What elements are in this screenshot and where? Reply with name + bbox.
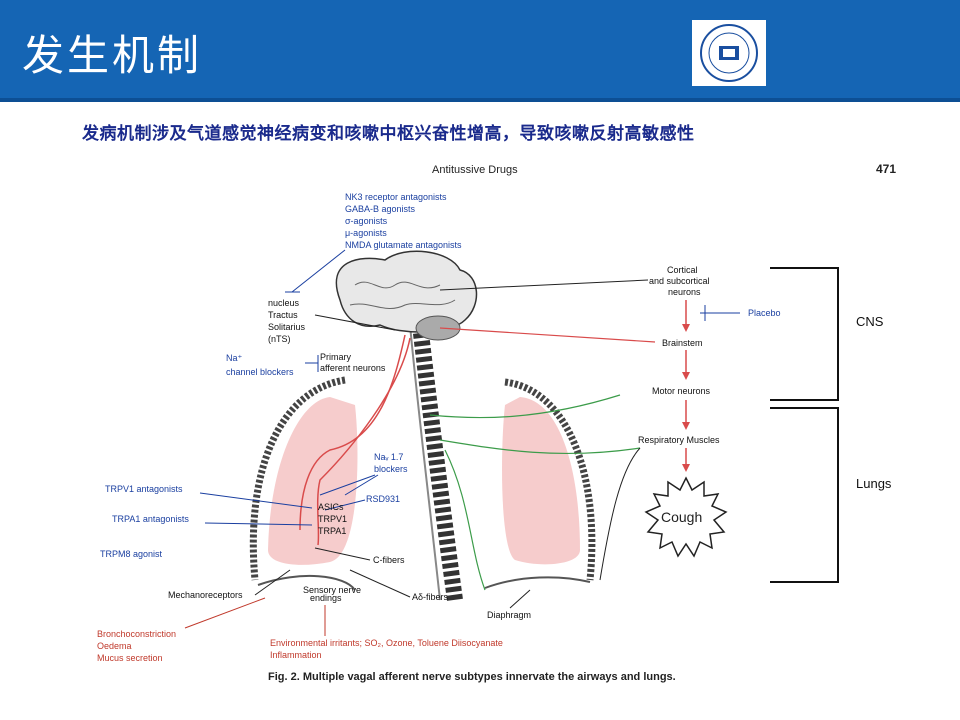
broncho-arrow [184,597,266,629]
cfibers-pointer [314,547,371,561]
right-diaphragm [484,576,591,589]
drug-pointer [291,249,346,293]
drug-item: NMDA glutamate antagonists [345,240,462,250]
page-number: 471 [876,162,896,176]
na-channel-label: channel blockers [226,367,294,377]
rsd931-label: RSD931 [366,494,400,504]
nav17-label: blockers [374,464,408,474]
university-logo [692,20,766,86]
primary-afferent-label: afferent neurons [320,363,386,373]
env-label: Environmental irritants; SO₂, Ozone, Tol… [270,638,503,648]
muscles-pointer [599,447,641,581]
lungs-bracket [770,407,839,583]
drug-item: GABA-B agonists [345,204,416,214]
asics-label: ASICs [318,502,344,512]
drug-item: μ-agonists [345,228,387,238]
rsd-pointer [324,499,366,511]
cns-label: CNS [856,314,884,329]
slide-subtitle: 发病机制涉及气道感觉神经病变和咳嗽中枢兴奋性增高，导致咳嗽反射高敏感性 [82,124,695,144]
nts-pointer [314,314,396,331]
spinal-column [412,324,463,602]
nts-label: nucleus [268,298,300,308]
trpv1-pointer [199,492,313,509]
drug-item: NK3 receptor antagonists [345,192,447,202]
cns-bracket [770,267,839,401]
trpa1-pointer [204,522,313,526]
na-channel-label: Na⁺ [226,353,243,363]
brainstem-link [439,327,656,343]
cough-burst [644,476,728,558]
nav17-label: Naᵥ 1.7 [374,452,403,462]
header-bar [0,0,960,98]
running-head: Antitussive Drugs [432,164,518,176]
left-lung [268,397,358,565]
trpa1-label: TRPA1 [318,526,346,536]
efferent-nerve-1 [429,394,621,419]
diaphragm-label: Diaphragm [487,610,531,620]
cough-mechanism-diagram: Antitussive Drugs 471 NK3 receptor antag… [97,162,896,683]
brain-gyri [349,281,456,309]
cortical-label: and subcortical [649,276,710,286]
sensory-label: Sensory nerve [303,585,361,595]
drug-item: σ-agonists [345,216,388,226]
cough-label: Cough [661,509,702,525]
nts-label: (nTS) [268,334,291,344]
cortical-label: neurons [668,287,701,297]
trpv1-label: TRPV1 [318,514,347,524]
nav17-pointer [319,474,376,496]
diaphragm-pointer [509,589,531,609]
spinal-cord [409,324,441,601]
trpv1-antagonists-label: TRPV1 antagonists [105,484,183,494]
trpa1-antagonists-label: TRPA1 antagonists [112,514,189,524]
primary-afferent-label: Primary [320,352,351,362]
cortical-pointer [439,279,649,291]
mech-pointer [254,569,291,596]
trpm8-label: TRPM8 agonist [100,549,163,559]
broncho-label: Bronchoconstriction [97,629,176,639]
header-divider [0,98,960,102]
sensory-label: endings [310,593,342,603]
right-lung [502,397,580,565]
slide-title: 发生机制 [22,31,203,80]
nts-label: Solitarius [268,322,306,332]
respiratory-muscles-label: Respiratory Muscles [638,435,720,445]
mechanoreceptors-label: Mechanoreceptors [168,590,243,600]
arrow-head [682,422,690,430]
broncho-label: Oedema [97,641,132,651]
lungs-label: Lungs [856,476,892,491]
adelta-pointer [349,569,411,598]
arrow-head [682,372,690,380]
motor-neurons-label: Motor neurons [652,386,711,396]
nav17-pointer [344,474,379,496]
brain [335,250,478,333]
phrenic-nerve [444,449,486,591]
efferent-nerve-2 [439,439,641,455]
arrow-head [682,324,690,332]
cortical-label: Cortical [667,265,698,275]
drugs-top-list: NK3 receptor antagonists GABA-B agonists… [345,192,462,250]
cerebellum [415,315,461,341]
broncho-label: Mucus secretion [97,653,163,663]
arrow-head [682,464,690,472]
brainstem-label: Brainstem [662,338,703,348]
left-diaphragm [257,575,356,591]
adelta-label: Aδ-fibers [412,592,449,602]
right-ribcage [504,378,596,581]
afferent-nerve-1 [299,334,406,531]
cfibers-label: C-fibers [373,555,405,565]
afferent-nerve-2 [316,337,411,546]
left-ribcage [249,376,346,581]
figure-caption: Fig. 2. Multiple vagal afferent nerve su… [268,671,676,683]
env-label: Inflammation [270,650,322,660]
nts-label: Tractus [268,310,298,320]
placebo-label: Placebo [748,308,781,318]
